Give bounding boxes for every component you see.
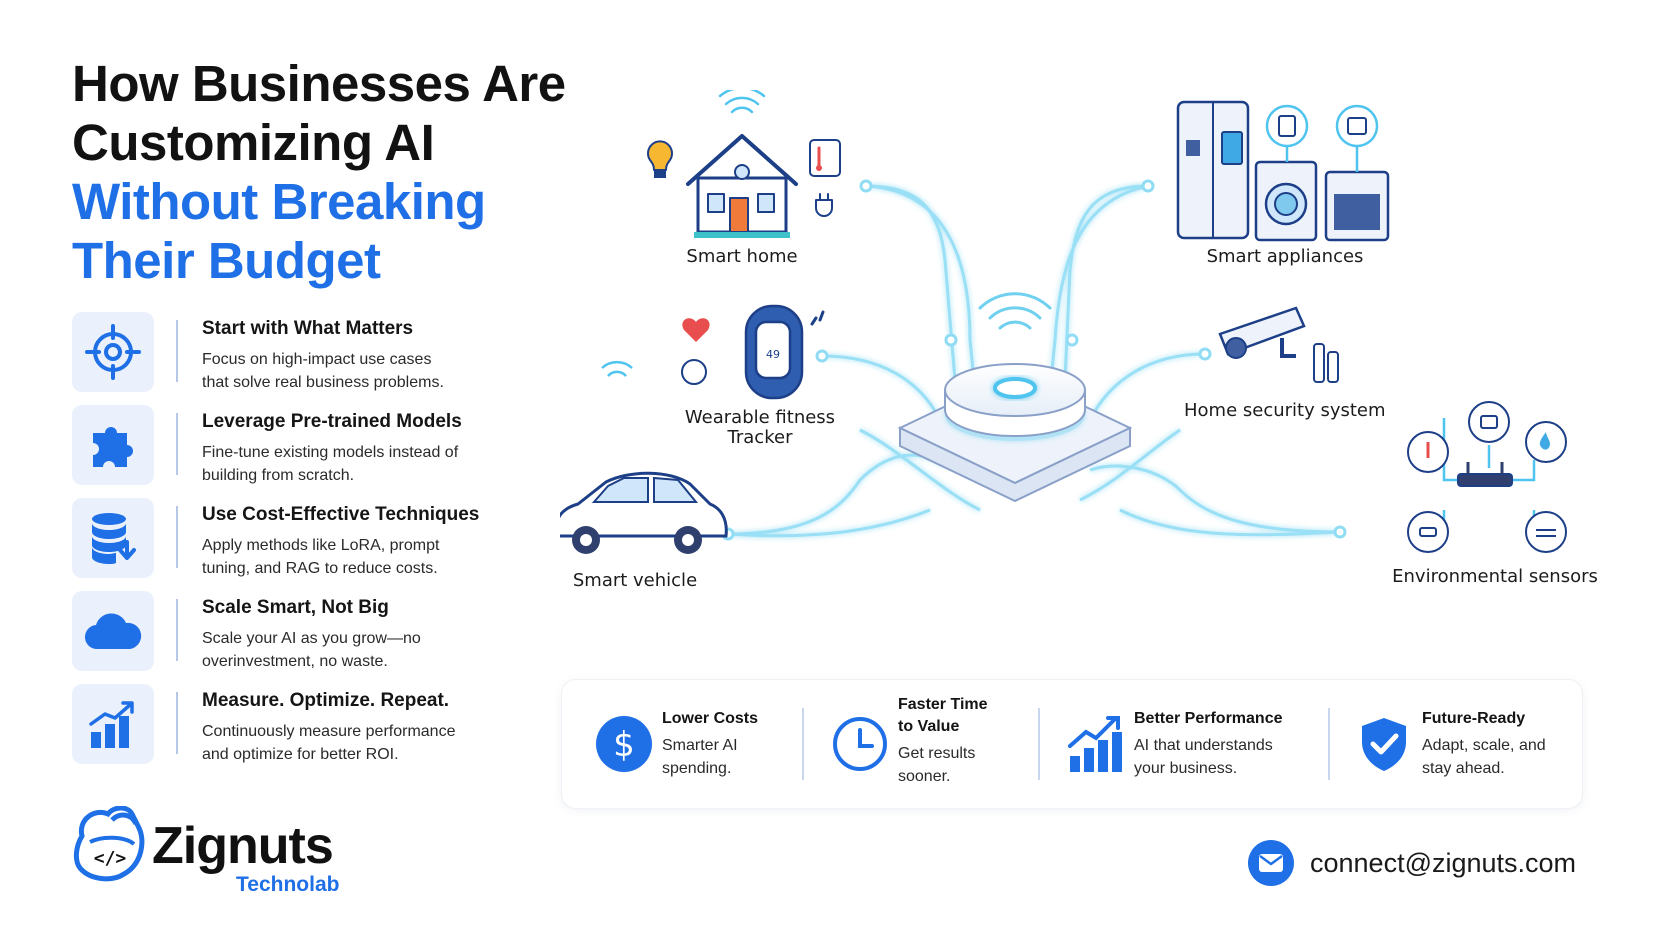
node-label-security-system: Home security system [1184, 400, 1386, 421]
brand-subtitle: Technolab [236, 873, 340, 896]
tracker-reading: 49 [766, 348, 780, 361]
title-line-4: Their Budget [72, 232, 381, 289]
strategy-heading: Start with What Matters [202, 318, 414, 339]
benefit-title: Lower Costs [662, 710, 759, 727]
benefit-title: Better Performance [1134, 710, 1283, 727]
puzzle-icon [72, 405, 154, 485]
node-label-smart-appliances: Smart appliances [1206, 246, 1364, 267]
benefit-title: Future-Ready [1422, 710, 1526, 727]
growth-chart-icon [1068, 716, 1122, 772]
strategy-item: Use Cost-Effective Techniques Apply meth… [72, 498, 512, 591]
node-label-smart-vehicle: Smart vehicle [572, 570, 698, 591]
mail-icon [1248, 840, 1294, 886]
strategy-heading: Leverage Pre-trained Models [202, 411, 462, 432]
bar-chart-icon [72, 684, 154, 764]
brand-logo: </> Zignuts Technolab [72, 806, 362, 896]
email-address[interactable]: connect@zignuts.com [1310, 848, 1577, 878]
title-line-3: Without Breaking [72, 173, 486, 230]
shield-check-icon [1362, 718, 1406, 771]
smart-appliances-icon [1176, 100, 1390, 242]
fitness-tracker-icon: 49 [681, 304, 825, 400]
strategy-item: Start with What Matters Focus on high-im… [72, 312, 512, 405]
sensor-network-icon [1407, 401, 1567, 553]
database-download-icon [72, 498, 154, 578]
strategy-heading: Measure. Optimize. Repeat. [202, 690, 450, 711]
strategy-list: Start with What Matters Focus on high-im… [72, 312, 512, 777]
svg-text:$: $ [613, 725, 635, 765]
smart-hub-icon [897, 292, 1133, 503]
brand-name: Zignuts [152, 817, 334, 875]
svg-text:</>: </> [94, 848, 127, 869]
security-camera-icon [1218, 306, 1339, 383]
page-title: How Businesses Are Customizing AI Withou… [72, 54, 632, 290]
node-label-environmental-sensors: Environmental sensors [1392, 566, 1598, 587]
target-icon [72, 312, 154, 392]
cloud-icon [72, 591, 154, 671]
title-line-1: How Businesses Are [72, 55, 566, 112]
strategy-heading: Use Cost-Effective Techniques [202, 504, 480, 525]
connection-network: 49 [560, 90, 1567, 554]
strategy-item: Leverage Pre-trained Models Fine-tune ex… [72, 405, 512, 498]
clock-icon [833, 717, 887, 771]
strategy-heading: Scale Smart, Not Big [202, 597, 389, 618]
title-line-2: Customizing AI [72, 114, 435, 171]
code-badge-icon: </> [73, 806, 145, 882]
dollar-icon: $ [596, 716, 652, 772]
strategy-item: Scale Smart, Not Big Scale your AI as yo… [72, 591, 512, 684]
node-label-smart-home: Smart home [686, 246, 798, 267]
strategy-item: Measure. Optimize. Repeat. Continuously … [72, 684, 512, 777]
car-icon [560, 360, 728, 554]
smart-home-icon [647, 90, 841, 238]
iot-diagram: 49 [560, 90, 1650, 650]
